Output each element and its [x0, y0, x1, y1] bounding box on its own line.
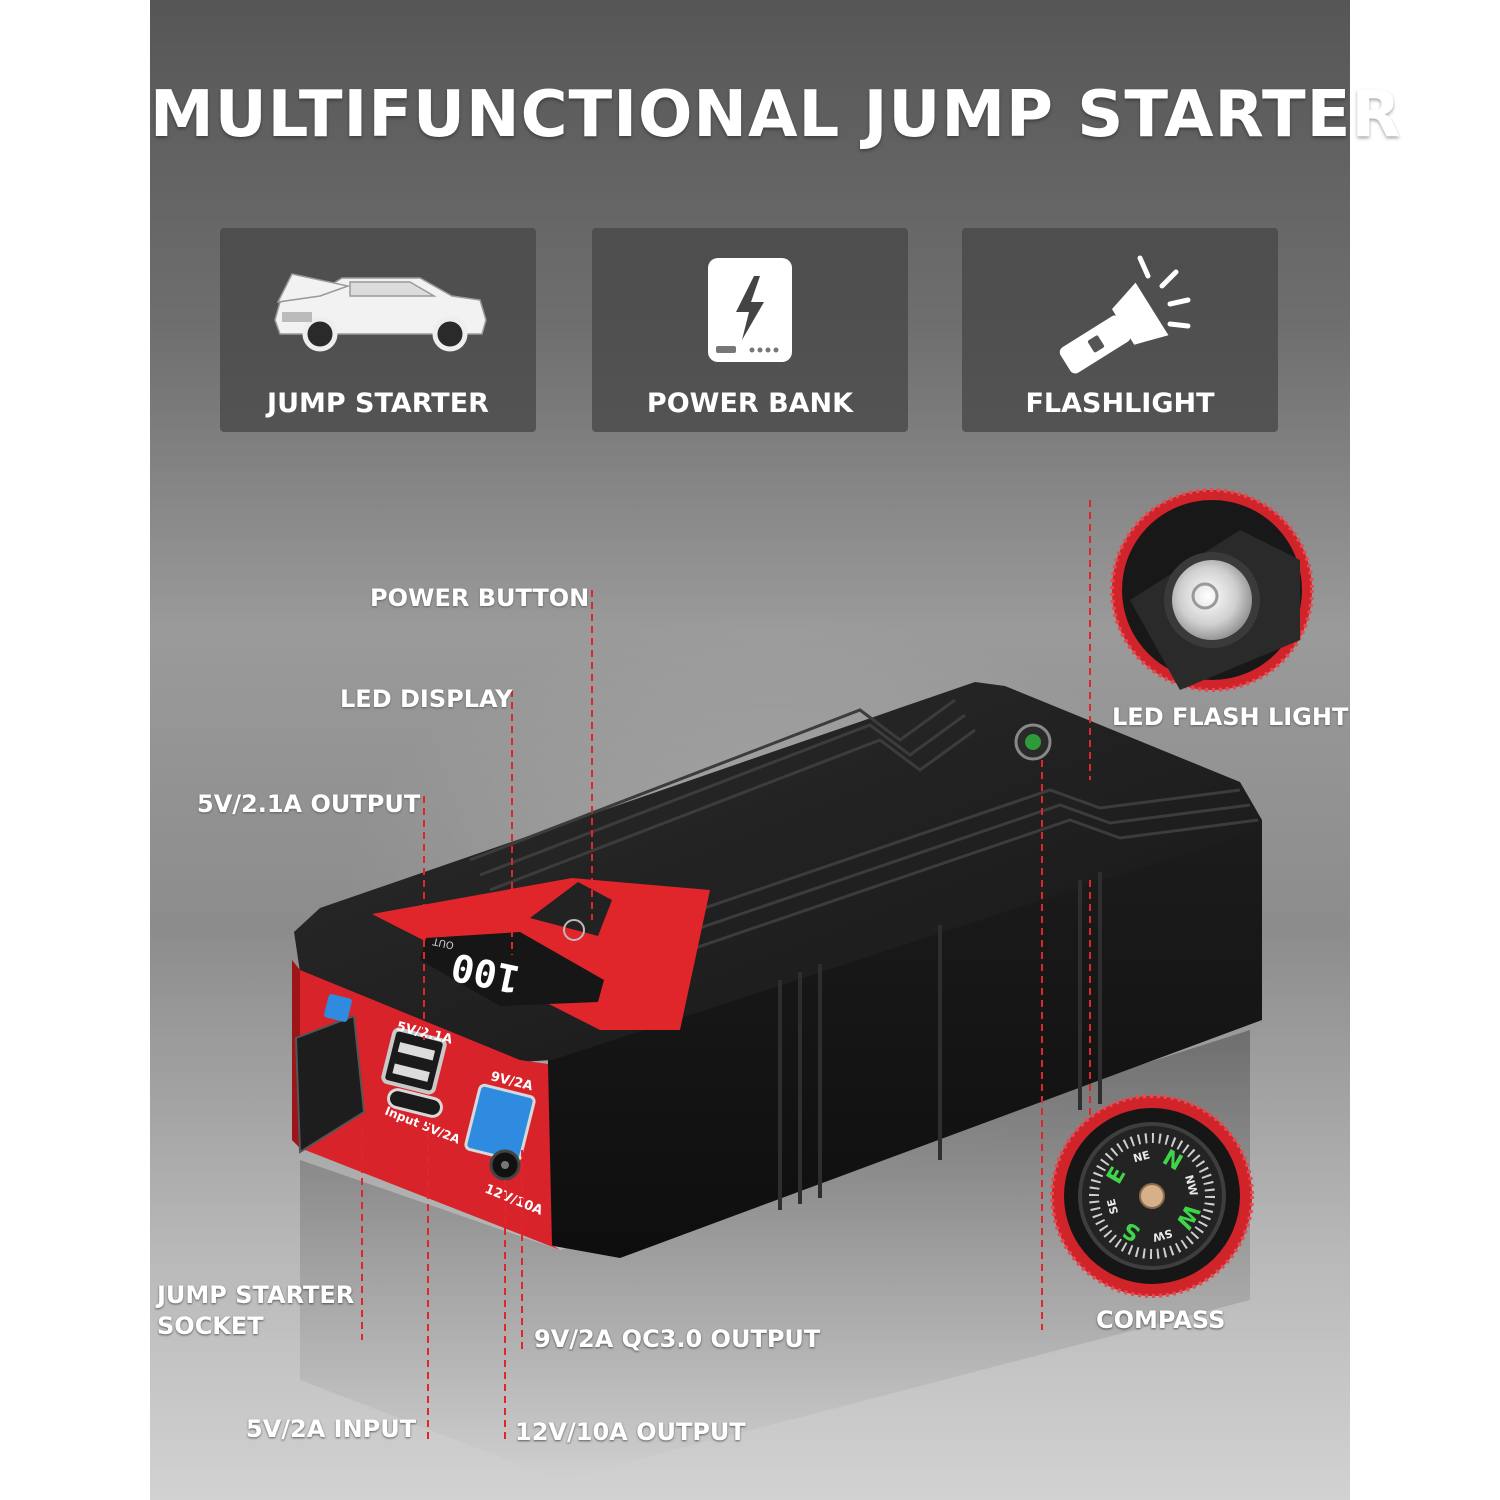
compass-dial-label: NW — [1182, 1174, 1200, 1198]
device-top-ridges — [469, 698, 1259, 962]
device-reflection — [300, 1030, 1250, 1480]
callout-led-display: LED DISPLAY — [340, 685, 513, 713]
callout-jump-socket-line1: JUMP STARTER — [157, 1281, 355, 1309]
callout-input: 5V/2A INPUT — [246, 1415, 417, 1443]
jump-socket-port[interactable] — [323, 993, 352, 1022]
callout-jump-socket-line2: SOCKET — [157, 1312, 264, 1340]
led-display-tag: OUT — [431, 935, 455, 950]
power-button-icon[interactable] — [563, 919, 585, 941]
callout-qc-output: 9V/2A QC3.0 OUTPUT — [534, 1325, 821, 1353]
power-bank-icon — [708, 258, 792, 362]
callout-usb-output: 5V/2.1A OUTPUT — [197, 790, 421, 818]
flashlight-icon — [1059, 255, 1191, 374]
qc-usb-port[interactable] — [464, 1083, 536, 1163]
compass-dial-label: SW — [1151, 1226, 1174, 1244]
feature-label: JUMP STARTER — [267, 388, 489, 419]
led-lens-icon — [1172, 560, 1252, 640]
page-title: MULTIFUNCTIONAL JUMP STARTER — [150, 78, 1402, 152]
jump-starter-socket-flap[interactable] — [294, 1014, 366, 1154]
flashlight-inset — [1110, 488, 1314, 692]
usb-c-port[interactable] — [387, 1088, 444, 1119]
feature-card-jump-starter: JUMP STARTER — [220, 228, 536, 432]
compass-dial-label: SE — [1105, 1197, 1122, 1215]
feature-card-power-bank: POWER BANK — [592, 228, 908, 432]
car-hood-open-icon — [274, 273, 487, 352]
callout-led-flash-light: LED FLASH LIGHT — [1112, 703, 1349, 731]
callout-dc-output: 12V/10A OUTPUT — [515, 1418, 746, 1446]
feature-label: FLASHLIGHT — [1025, 388, 1215, 419]
compass-needle-pivot — [1139, 1183, 1165, 1209]
compass-dial-label: NE — [1132, 1148, 1152, 1165]
device-side-panel — [548, 820, 1262, 1258]
callout-power-button: POWER BUTTON — [370, 584, 590, 612]
callout-compass: COMPASS — [1096, 1306, 1226, 1334]
feature-label: POWER BANK — [646, 388, 854, 419]
led-display — [420, 932, 604, 1006]
device-side-ridges — [778, 872, 1102, 1210]
feature-card-flashlight: FLASHLIGHT — [962, 228, 1278, 432]
usb-a-port[interactable] — [381, 1027, 447, 1095]
leader-lines — [361, 500, 1091, 1440]
